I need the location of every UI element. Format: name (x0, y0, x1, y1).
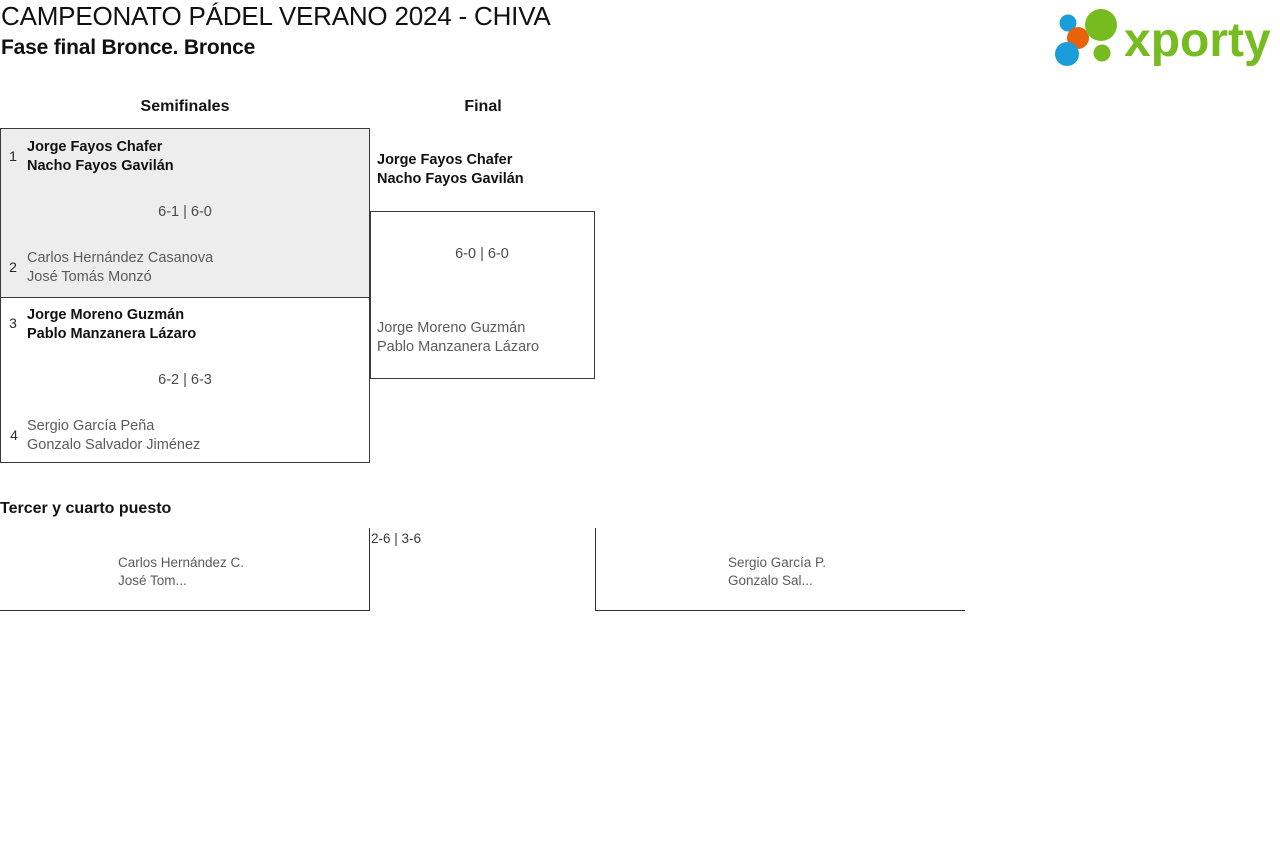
xporty-logo[interactable]: xporty (1048, 6, 1274, 68)
team-name: Jorge Moreno Guzmán Pablo Manzanera Láza… (377, 319, 539, 357)
team-name: Jorge Fayos Chafer Nacho Fayos Gavilán (377, 151, 524, 189)
page-title: CAMPEONATO PÁDEL VERANO 2024 - CHIVA Fas… (0, 0, 780, 62)
team-name: Carlos Hernández Casanova José Tomás Mon… (27, 249, 213, 287)
seed-number: 3 (9, 315, 17, 331)
seed-number: 2 (9, 259, 17, 275)
player-name: Gonzalo Salvador Jiménez (27, 437, 201, 453)
player-name: Jorge Fayos Chafer (27, 139, 163, 155)
player-name: Sergio García P. (728, 555, 827, 570)
player-name: Jorge Moreno Guzmán (377, 320, 526, 336)
player-name: Sergio García Peña (27, 418, 155, 434)
match-score: 2-6 | 3-6 (371, 531, 422, 546)
seed-number: 1 (9, 148, 17, 164)
third-place-right-riser (595, 528, 596, 611)
third-place-left-riser (369, 528, 370, 611)
team-name: Jorge Moreno Guzmán Pablo Manzanera Láza… (27, 306, 196, 344)
tournament-title: CAMPEONATO PÁDEL VERANO 2024 - CHIVA (1, 1, 551, 31)
team-name: Sergio García P. Gonzalo Sal... (728, 554, 826, 589)
player-name: José Tom... (118, 572, 187, 588)
player-name: Nacho Fayos Gavilán (377, 171, 524, 187)
player-name: Jorge Moreno Guzmán (27, 307, 185, 323)
round-header-final: Final (464, 98, 502, 115)
match-semifinal-1[interactable] (0, 128, 370, 298)
match-score: 6-0 | 6-0 (455, 246, 509, 262)
team-name: Jorge Fayos Chafer Nacho Fayos Gavilán (27, 138, 174, 176)
match-score: 6-2 | 6-3 (158, 372, 212, 388)
round-header-semifinals: Semifinales (140, 98, 230, 115)
logo-dots-icon (1055, 9, 1117, 66)
player-name: Jorge Fayos Chafer (377, 152, 513, 168)
phase-title: Fase final Bronce. Bronce (1, 36, 256, 59)
match-final[interactable] (370, 211, 595, 379)
player-name: Carlos Hernández Casanova (27, 250, 214, 266)
player-name: Gonzalo Sal... (728, 572, 813, 588)
team-name: Carlos Hernández C. José Tom... (118, 554, 244, 589)
seed-number: 4 (10, 427, 18, 443)
player-name: Nacho Fayos Gavilán (27, 158, 174, 174)
player-name: Pablo Manzanera Lázaro (377, 339, 540, 355)
match-semifinal-2[interactable] (0, 297, 370, 463)
team-name: Sergio García Peña Gonzalo Salvador Jimé… (27, 417, 200, 455)
player-name: Pablo Manzanera Lázaro (27, 326, 197, 342)
logo-wordmark: xporty (1124, 14, 1271, 67)
match-score: 6-1 | 6-0 (158, 204, 212, 220)
player-name: José Tomás Monzó (27, 269, 152, 285)
player-name: Carlos Hernández C. (118, 555, 245, 570)
third-place-right-baseline (595, 610, 965, 611)
third-place-title: Tercer y cuarto puesto (0, 500, 172, 517)
third-place-left-baseline (0, 610, 370, 611)
